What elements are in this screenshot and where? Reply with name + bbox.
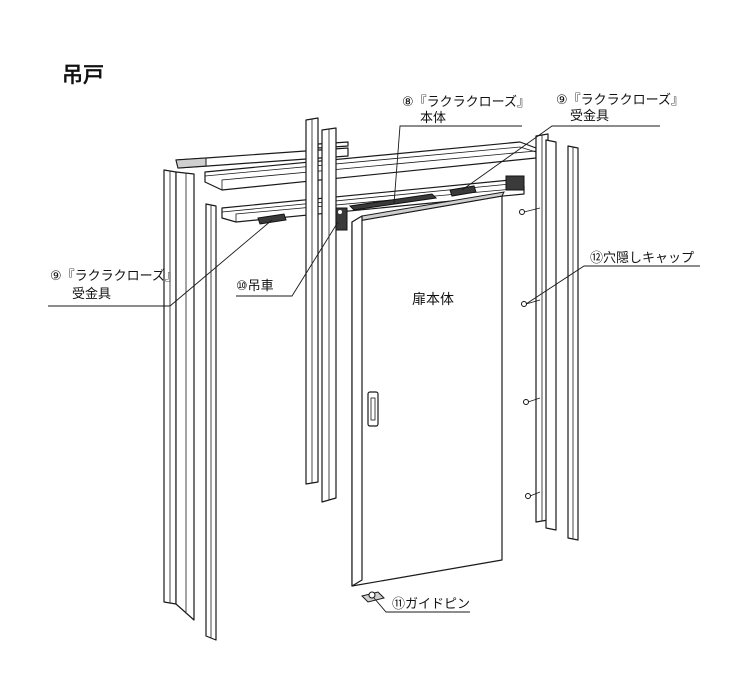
left-jamb-front	[163, 169, 195, 621]
left-jamb-back	[305, 117, 337, 503]
label-part9-right-line1: ⑨『ラクラクローズ』	[556, 92, 684, 108]
top-bracket-right	[505, 175, 525, 191]
label-door-panel: 扉本体	[412, 292, 454, 308]
diagram-title: 吊戸	[62, 63, 104, 87]
rakuraku-close-body	[348, 193, 438, 211]
cap-holes	[519, 207, 541, 499]
label-part9-left-line2: 受金具	[72, 286, 111, 302]
label-part8-line2: 本体	[420, 111, 446, 126]
leader-part9-right	[461, 125, 660, 191]
leader-part10	[236, 221, 339, 297]
left-stop-strip	[205, 203, 217, 641]
label-part11: ⑪ガイドピン	[392, 597, 470, 612]
right-jamb-front	[545, 139, 579, 541]
guide-pin	[361, 591, 385, 603]
label-part10: ⑩吊車	[236, 279, 274, 294]
door-panel	[351, 191, 505, 587]
label-part8-line1: ⑧『ラクラクローズ』	[402, 94, 530, 110]
label-part9-right-line2: 受金具	[570, 108, 609, 124]
leader-part8	[393, 125, 522, 205]
leader-part11	[373, 597, 470, 613]
label-part12: ⑫穴隠しキャップ	[590, 251, 694, 266]
label-part9-left-line1: ⑨『ラクラクローズ』	[50, 268, 178, 284]
leader-part12	[525, 265, 700, 305]
leader-part9-left	[48, 219, 273, 307]
receiver-bracket-left	[257, 213, 287, 225]
right-jamb-back	[535, 133, 549, 523]
